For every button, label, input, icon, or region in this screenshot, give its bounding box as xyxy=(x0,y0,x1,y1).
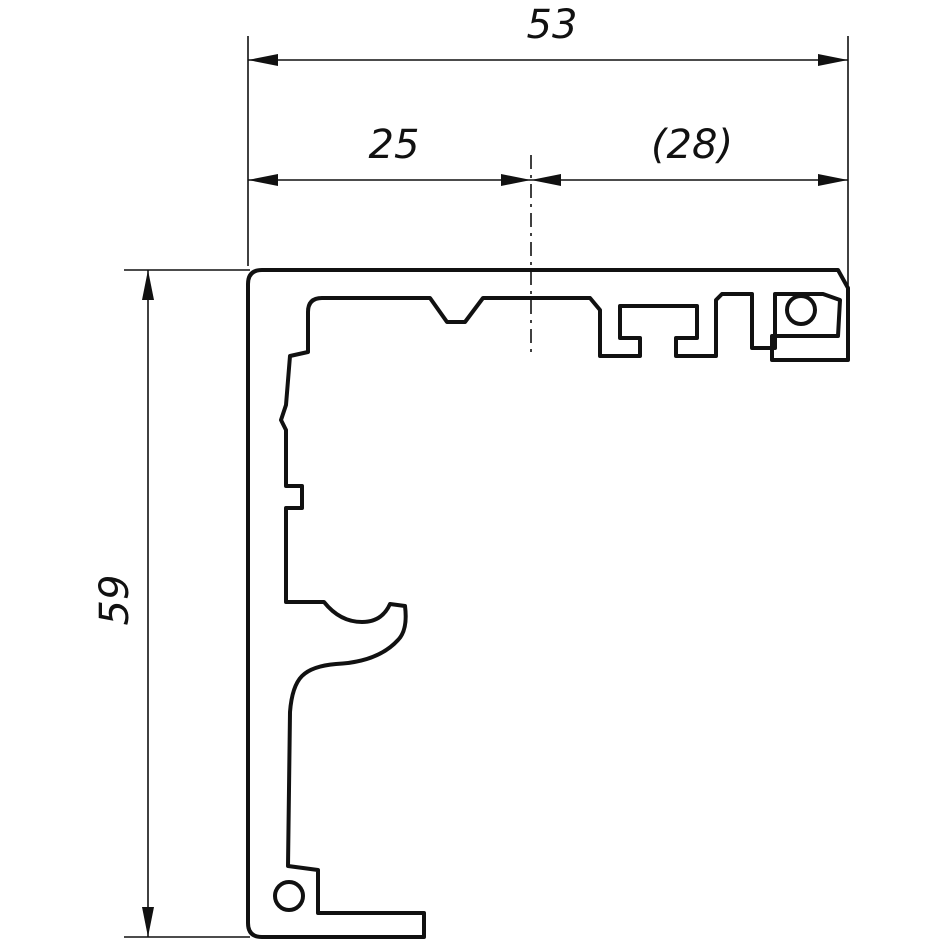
profile-outline xyxy=(246,268,850,939)
arrow-right-part-end xyxy=(818,174,848,186)
arrow-right xyxy=(818,54,848,66)
dimension-label-height: 59 xyxy=(92,575,138,626)
arrow-left-part-start xyxy=(248,174,278,186)
arrow-top xyxy=(142,270,154,300)
arrow-right-part-start xyxy=(531,174,561,186)
dimension-label-left-part: 25 xyxy=(369,122,420,168)
arrow-left-part-end xyxy=(501,174,531,186)
profile-section xyxy=(246,268,850,939)
arrow-left xyxy=(248,54,278,66)
dimension-label-overall-width: 53 xyxy=(527,2,578,48)
screw-channel-bottom xyxy=(273,880,305,912)
dimension-partial-widths: 25 (28) xyxy=(248,122,848,186)
dimension-overall-width: 53 xyxy=(248,2,848,66)
screw-channel-top xyxy=(785,294,817,326)
extension-lines xyxy=(124,36,849,938)
dimension-height: 59 xyxy=(92,270,154,937)
arrow-bottom xyxy=(142,907,154,937)
dimension-label-right-part: (28) xyxy=(651,122,733,168)
